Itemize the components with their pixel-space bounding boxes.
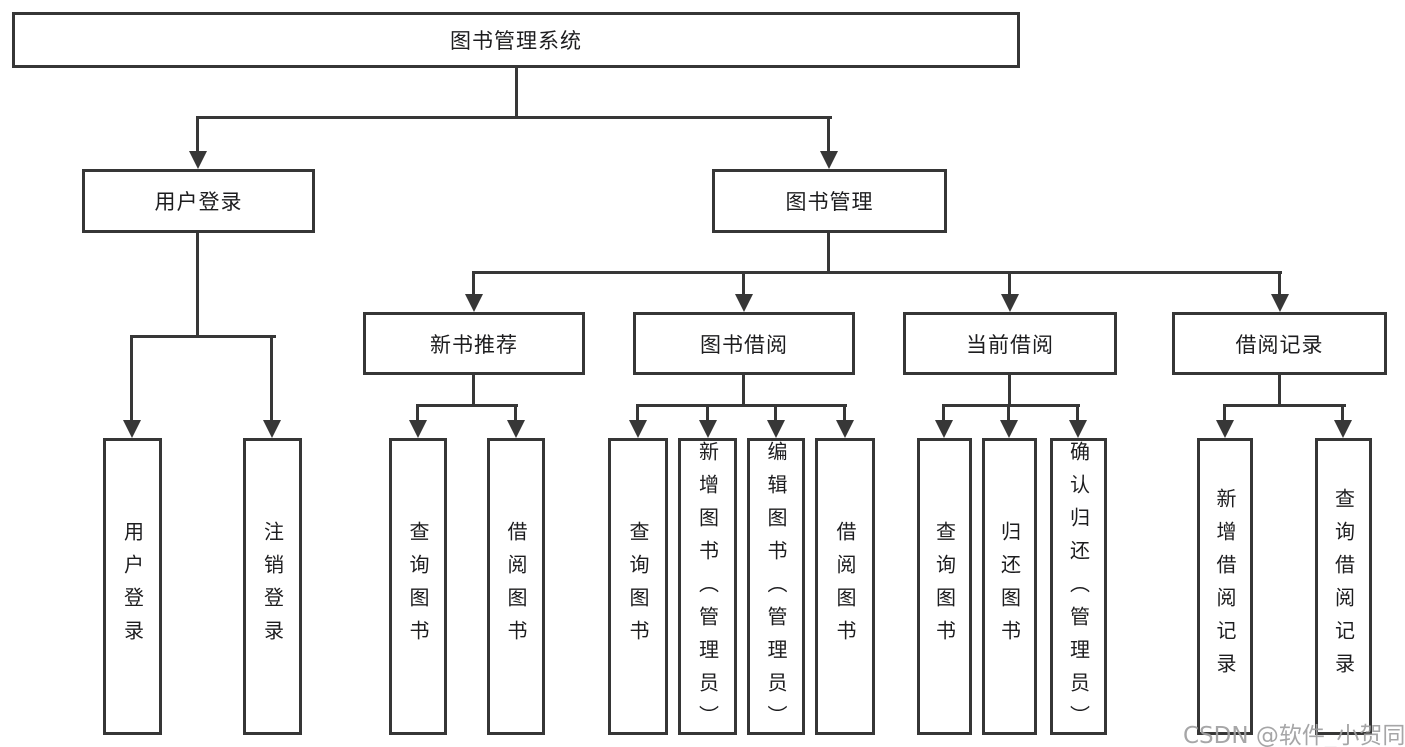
leaf-borrow-book-recommend: 借阅图书 <box>487 438 545 735</box>
connector-line <box>742 375 745 407</box>
connector-line <box>827 116 830 153</box>
connector-line <box>1008 375 1011 407</box>
connector-line <box>196 233 199 338</box>
arrowhead-icon <box>1334 420 1352 438</box>
connector-line <box>942 404 1080 407</box>
node-borrow-record: 借阅记录 <box>1172 312 1387 375</box>
connector-line <box>1076 404 1079 422</box>
node-new-book-recommend: 新书推荐 <box>363 312 585 375</box>
arrowhead-icon <box>629 420 647 438</box>
leaf-return-book: 归还图书 <box>982 438 1037 735</box>
arrowhead-icon <box>409 420 427 438</box>
connector-line <box>827 233 830 274</box>
arrowhead-icon <box>820 151 838 169</box>
connector-line <box>416 404 419 422</box>
node-current-borrow: 当前借阅 <box>903 312 1117 375</box>
connector-line <box>1007 404 1010 422</box>
arrowhead-icon <box>1000 420 1018 438</box>
connector-line <box>843 404 846 422</box>
connector-line <box>1223 404 1226 422</box>
connector-line <box>1008 271 1011 297</box>
connector-line <box>742 271 745 297</box>
arrowhead-icon <box>699 420 717 438</box>
leaf-query-book-current: 查询图书 <box>917 438 972 735</box>
connector-line <box>1278 375 1281 407</box>
connector-line <box>1223 404 1346 407</box>
connector-line <box>706 404 709 422</box>
connector-line <box>472 375 475 407</box>
node-root: 图书管理系统 <box>12 12 1020 68</box>
arrowhead-icon <box>1001 294 1019 312</box>
arrowhead-icon <box>123 420 141 438</box>
leaf-query-book-recommend: 查询图书 <box>389 438 447 735</box>
connector-line <box>130 335 133 422</box>
watermark-text: CSDN @软件_小贺同学 <box>1183 723 1405 747</box>
arrowhead-icon <box>1271 294 1289 312</box>
connector-line <box>636 404 639 422</box>
arrowhead-icon <box>836 420 854 438</box>
leaf-logout: 注销登录 <box>243 438 302 735</box>
leaf-add-book-admin: 新增图书（管理员） <box>678 438 737 738</box>
connector-line <box>270 335 273 422</box>
leaf-query-book-borrow: 查询图书 <box>608 438 668 735</box>
connector-line <box>472 271 1282 274</box>
connector-line <box>515 68 518 118</box>
connector-line <box>1278 271 1281 297</box>
node-book-management: 图书管理 <box>712 169 947 233</box>
node-user-login: 用户登录 <box>82 169 315 233</box>
connector-line <box>514 404 517 422</box>
arrowhead-icon <box>263 420 281 438</box>
connector-line <box>416 404 518 407</box>
leaf-borrow-book: 借阅图书 <box>815 438 875 735</box>
connector-line <box>130 335 276 338</box>
arrowhead-icon <box>1216 420 1234 438</box>
leaf-confirm-return-admin: 确认归还（管理员） <box>1050 438 1107 738</box>
leaf-edit-book-admin: 编辑图书（管理员） <box>747 438 805 738</box>
leaf-user-login: 用户登录 <box>103 438 162 735</box>
connector-line <box>196 116 199 153</box>
connector-line <box>942 404 945 422</box>
arrowhead-icon <box>1069 420 1087 438</box>
connector-line <box>196 116 832 119</box>
arrowhead-icon <box>935 420 953 438</box>
connector-line <box>472 271 475 297</box>
connector-line <box>1341 404 1344 422</box>
connector-line <box>774 404 777 422</box>
node-book-borrow: 图书借阅 <box>633 312 855 375</box>
arrowhead-icon <box>735 294 753 312</box>
arrowhead-icon <box>189 151 207 169</box>
connector-line <box>636 404 847 407</box>
arrowhead-icon <box>767 420 785 438</box>
arrowhead-icon <box>465 294 483 312</box>
leaf-add-borrow-record: 新增借阅记录 <box>1197 438 1253 735</box>
leaf-query-borrow-record: 查询借阅记录 <box>1315 438 1372 735</box>
arrowhead-icon <box>507 420 525 438</box>
